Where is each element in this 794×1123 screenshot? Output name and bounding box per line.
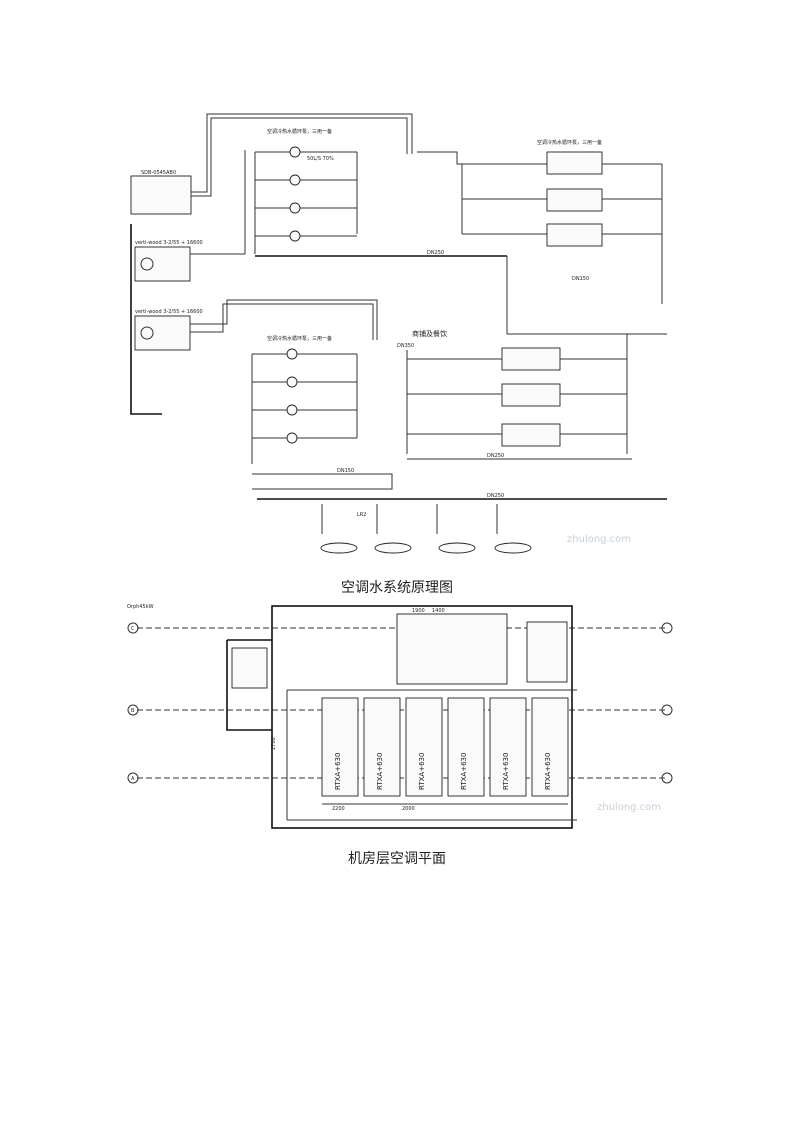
right-upper-note: 空调冷热水循环泵，三用一备 xyxy=(537,139,602,146)
retail-ahu-group xyxy=(406,334,628,454)
upper-pump-group: 50L/S 70% xyxy=(254,146,358,254)
retail-dn250: DN250 xyxy=(487,453,504,459)
tank-label: SDB-0545AB0 xyxy=(141,170,176,176)
mid-pump-note: 空调冷热水循环泵，三用一备 xyxy=(267,335,332,342)
plan-svg: Orph45kW C B A RTXA+630 RTXA+630 RTXA+63… xyxy=(127,604,673,829)
watermark-1: zhulong.com xyxy=(567,534,631,545)
unit-label-6: RTXA+630 xyxy=(544,753,552,790)
plant-room-plan: Orph45kW C B A RTXA+630 RTXA+630 RTXA+63… xyxy=(127,600,673,836)
figure2-caption: 机房层空调平面 xyxy=(348,851,446,867)
schematic-svg: SDB-0545AB0 verti-wood 3-2/55 + 16600 ve… xyxy=(130,113,667,554)
upper-pump-note: 空调冷热水循环泵，三用一备 xyxy=(267,128,332,135)
dim-1400: 1400 xyxy=(432,608,445,614)
chiller-lower-label: verti-wood 3-2/55 + 16600 xyxy=(135,309,203,315)
grid-a-left: A xyxy=(131,776,135,782)
chiller-units: RTXA+630 RTXA+630 RTXA+630 RTXA+630 RTXA… xyxy=(321,697,569,797)
unit-label-3: RTXA+630 xyxy=(418,753,426,790)
lr-label: LR2 xyxy=(357,512,366,518)
bottom-dn250: DN250 xyxy=(487,493,504,499)
unit-label-5: RTXA+630 xyxy=(502,753,510,790)
watermark-2: zhulong.com xyxy=(597,802,661,813)
dim-2200: 2200 xyxy=(332,806,345,812)
unit-label-2: RTXA+630 xyxy=(376,753,384,790)
expansion-tank xyxy=(130,175,192,215)
right-upper-ahu-group xyxy=(461,151,663,304)
retail-label: 商铺及餐饮 xyxy=(412,329,447,338)
pump-bank xyxy=(396,613,508,685)
branch-dn150: DN150 xyxy=(572,276,589,282)
pump-cluster-left xyxy=(231,647,268,689)
grid-c-left: C xyxy=(131,626,135,632)
chiller-upper-label: verti-wood 3-2/55 + 16600 xyxy=(135,240,203,246)
hvac-water-system-diagram: SDB-0545AB0 verti-wood 3-2/55 + 16600 ve… xyxy=(127,104,673,566)
chiller-upper xyxy=(134,246,191,282)
dim-2700: 2700 xyxy=(271,737,277,750)
lower-pump-group xyxy=(251,348,358,464)
unit-label-4: RTXA+630 xyxy=(460,753,468,790)
figure1-caption: 空调水系统原理图 xyxy=(341,580,453,596)
pump-spec-label: 50L/S 70% xyxy=(307,156,334,162)
retail-dn350: DN350 xyxy=(397,343,414,349)
pump-cluster-right xyxy=(526,621,568,683)
corner-note: Orph45kW xyxy=(127,604,154,610)
dim-1900: 1900 xyxy=(412,608,425,614)
grid-b-left: B xyxy=(131,708,135,714)
chiller-lower xyxy=(134,315,191,351)
main-pipe-label: DN250 xyxy=(427,250,444,256)
dim-2000: 2000 xyxy=(402,806,415,812)
unit-label-1: RTXA+630 xyxy=(334,753,342,790)
lower-dn150: DN150 xyxy=(337,468,354,474)
